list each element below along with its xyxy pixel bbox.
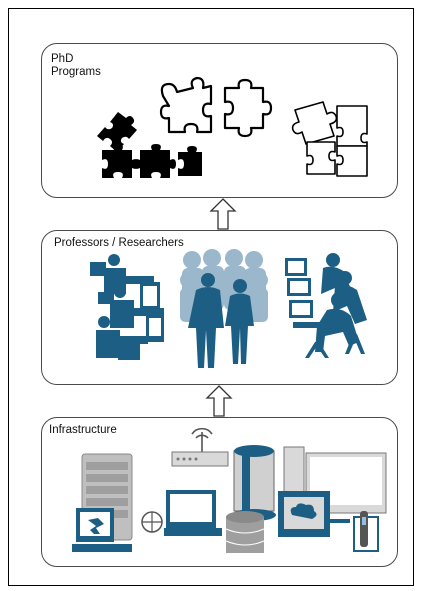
up-arrow-icon	[209, 198, 237, 230]
phd-label-line1: PhD	[51, 53, 74, 65]
professors-researchers-label: Professors / Researchers	[54, 237, 184, 249]
phd-label-line2: Programs	[51, 66, 101, 78]
assembled-puzzle-icon	[291, 101, 368, 177]
infrastructure-label: Infrastructure	[49, 424, 117, 436]
business-people-icon	[180, 249, 268, 368]
phd-programs-label: PhD Programs	[51, 53, 101, 79]
people-at-desks-icon	[90, 254, 164, 360]
server-rack-icon	[72, 453, 163, 552]
up-arrow-icon-2	[205, 385, 233, 417]
datacenter-icon	[225, 445, 387, 553]
puzzle-outline-icon	[159, 76, 273, 138]
computer-lab-icon	[285, 253, 367, 358]
page-frame	[8, 8, 414, 586]
router-icon	[164, 427, 229, 536]
puzzle-pieces-icon	[97, 112, 202, 178]
